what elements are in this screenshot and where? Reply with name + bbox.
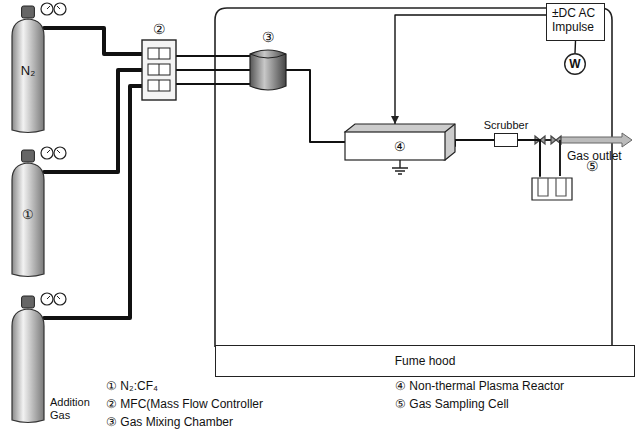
node-label: ① [22, 207, 34, 222]
fume-hood-bar: Fume hood [215, 345, 635, 377]
scrubber: Scrubber [494, 133, 518, 147]
gauge-needles [47, 6, 60, 299]
gas-hose [44, 86, 142, 318]
meter-lead [574, 41, 576, 53]
regulator-gauges [41, 3, 66, 305]
node-label: Addition Gas [50, 396, 98, 422]
mixing-chamber: ③ [250, 48, 286, 92]
gas-line [455, 140, 494, 146]
legend-line: ① N₂:CF₄ [106, 380, 158, 394]
gas-line [176, 55, 250, 57]
gas-cylinder-outline [12, 296, 44, 424]
gas-line [176, 69, 250, 71]
node-label: Scrubber [484, 119, 529, 131]
node-label: ② [153, 21, 166, 37]
gas-cylinder: ① [12, 150, 44, 278]
wattmeter: W [564, 53, 586, 75]
plasma-reactor: ④ [345, 124, 455, 160]
gas-outlet-arrow [560, 133, 632, 147]
legend-line: ② MFC(Mass Flow Controller [106, 398, 263, 412]
node-label: Fume hood [395, 354, 456, 368]
mass-flow-controller: ② [142, 40, 176, 100]
outlet-label: Gas outlet [567, 150, 622, 164]
node-label: ④ [394, 139, 406, 154]
sampling-cell-outline [528, 176, 576, 202]
node-label: ±DC AC Impulse [547, 4, 604, 39]
legend-line: ⑤ Gas Sampling Cell [395, 398, 509, 412]
node-label: ③ [262, 29, 275, 45]
sampling-cell: ⑤ [528, 176, 576, 202]
gas-cylinder: Addition Gas [12, 296, 44, 424]
gas-hose [44, 28, 142, 54]
mass-flow-controller-outline [142, 40, 176, 100]
gas-line [176, 83, 250, 85]
power-lead [395, 15, 546, 124]
sampling-valves [518, 136, 561, 176]
ground-symbol [392, 160, 408, 174]
node-label: N₂ [21, 63, 35, 78]
mixing-chamber-outline [250, 48, 286, 92]
legend-line: ④ Non-thermal Plasma Reactor [395, 380, 564, 394]
gas-hose [44, 70, 142, 172]
power-supply: ±DC AC Impulse [546, 3, 605, 41]
node-label: W [569, 57, 580, 71]
gas-line [286, 70, 345, 142]
gas-cylinder: N₂ [12, 6, 44, 134]
sampling-tube [518, 140, 540, 176]
fume-hood-outline [215, 8, 612, 347]
legend-line: ③ Gas Mixing Chamber [106, 416, 233, 430]
